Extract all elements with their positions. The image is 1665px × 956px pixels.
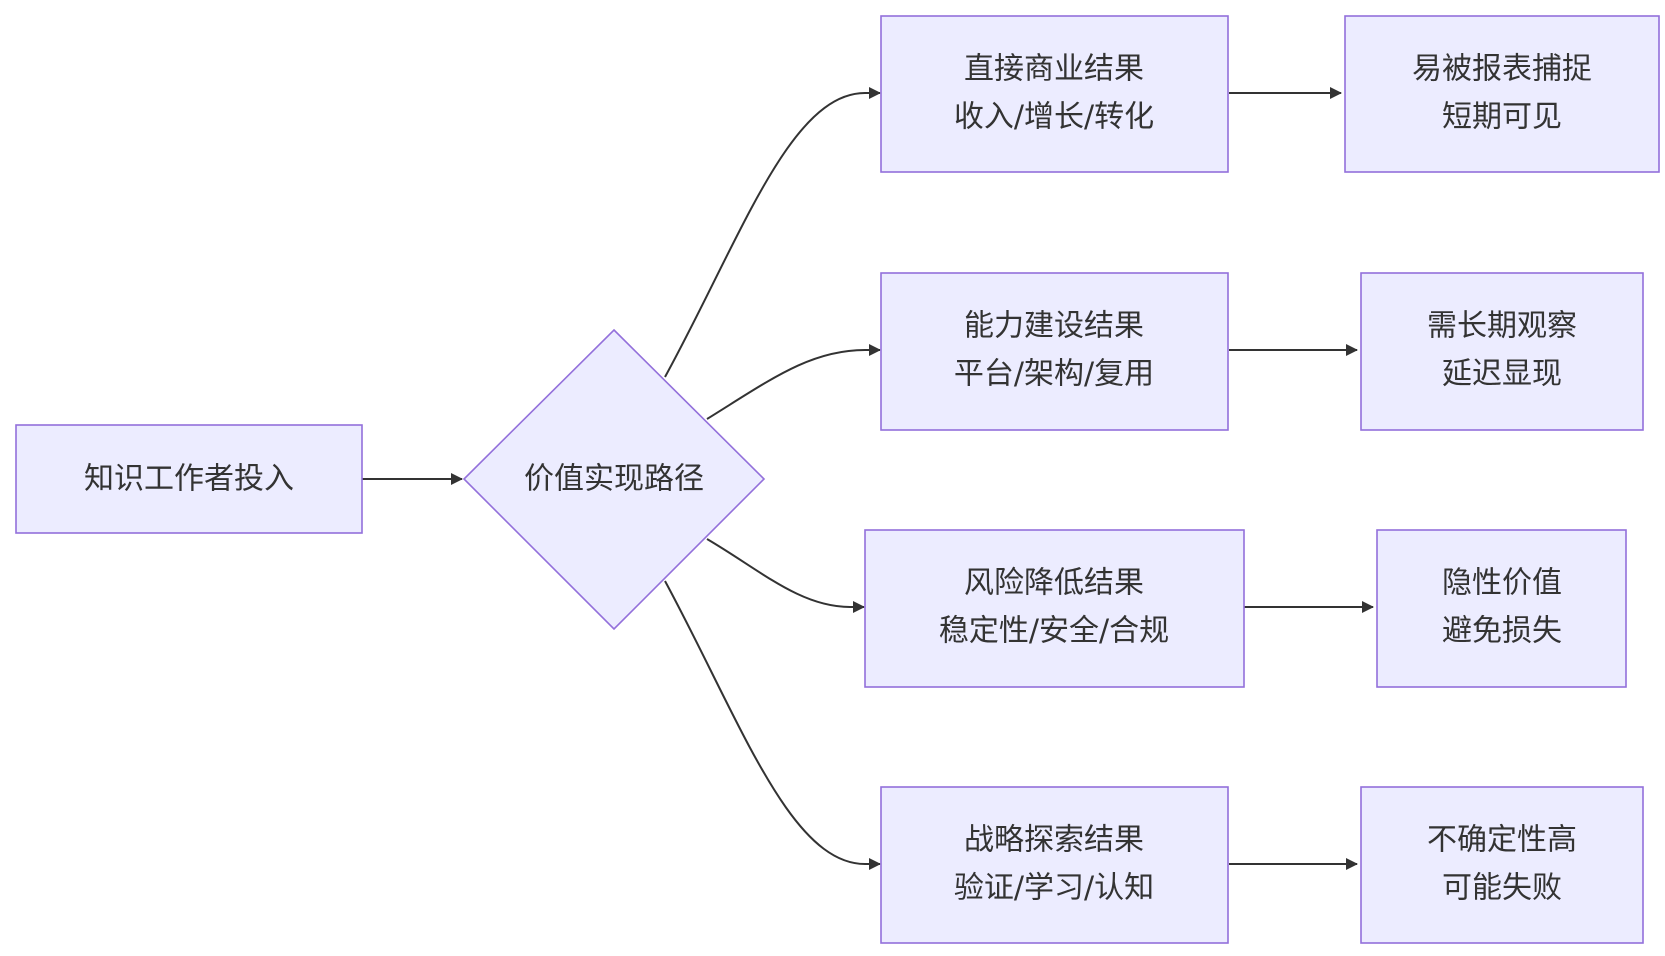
node-direct-note: 易被报表捕捉 短期可见 xyxy=(1344,15,1660,173)
node-direct-business-results: 直接商业结果 收入/增长/转化 xyxy=(880,15,1229,173)
node-direct-business-results-line2: 收入/增长/转化 xyxy=(954,100,1154,135)
node-strategy-note-line2: 可能失败 xyxy=(1442,871,1562,906)
node-risk-note: 隐性价值 避免损失 xyxy=(1376,529,1627,688)
node-capability-note: 需长期观察 延迟显现 xyxy=(1360,272,1644,431)
node-capability-building-results-line1: 能力建设结果 xyxy=(964,309,1144,344)
node-direct-business-results-line1: 直接商业结果 xyxy=(964,52,1144,87)
edge-decision-to-strategy xyxy=(664,580,881,870)
edge-decision-to-risk xyxy=(706,538,865,613)
node-strategic-exploration-results: 战略探索结果 验证/学习/认知 xyxy=(880,786,1229,944)
node-risk-reduction-results: 风险降低结果 稳定性/安全/合规 xyxy=(864,529,1245,688)
node-capability-note-line1: 需长期观察 xyxy=(1427,309,1577,344)
node-capability-building-results: 能力建设结果 平台/架构/复用 xyxy=(880,272,1229,431)
node-knowledge-worker-input-label: 知识工作者投入 xyxy=(84,462,294,497)
node-strategic-exploration-results-line1: 战略探索结果 xyxy=(964,823,1144,858)
node-value-path-decision: 价值实现路径 xyxy=(462,328,766,631)
node-strategic-exploration-results-line2: 验证/学习/认知 xyxy=(954,871,1154,906)
node-risk-reduction-results-line1: 风险降低结果 xyxy=(964,566,1144,601)
node-risk-note-line2: 避免损失 xyxy=(1442,614,1562,649)
edges xyxy=(362,87,1374,870)
node-capability-building-results-line2: 平台/架构/复用 xyxy=(954,357,1154,392)
edge-decision-to-capability xyxy=(706,344,881,420)
node-risk-reduction-results-line2: 稳定性/安全/合规 xyxy=(939,614,1169,649)
node-knowledge-worker-input: 知识工作者投入 xyxy=(15,424,363,534)
node-strategy-note-line1: 不确定性高 xyxy=(1427,823,1577,858)
node-capability-note-line2: 延迟显现 xyxy=(1442,357,1562,392)
node-direct-note-line2: 短期可见 xyxy=(1442,100,1562,135)
node-direct-note-line1: 易被报表捕捉 xyxy=(1412,52,1592,87)
edge-decision-to-direct xyxy=(664,87,881,378)
node-risk-note-line1: 隐性价值 xyxy=(1442,566,1562,601)
node-value-path-decision-label: 价值实现路径 xyxy=(524,462,704,497)
node-strategy-note: 不确定性高 可能失败 xyxy=(1360,786,1644,944)
